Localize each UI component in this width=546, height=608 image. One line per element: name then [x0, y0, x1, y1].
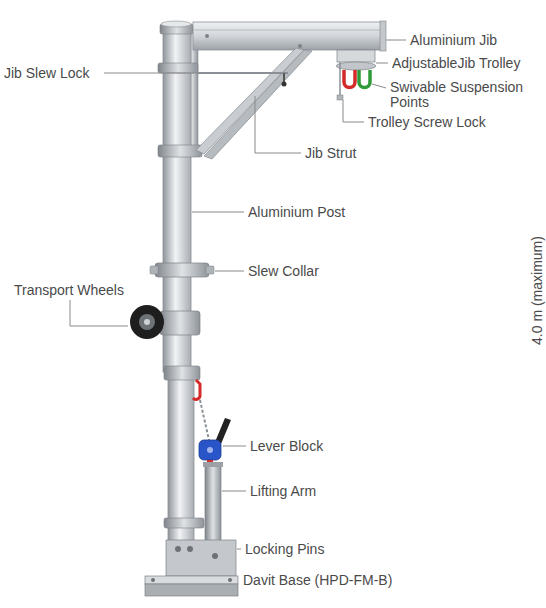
part-label: AdjustableJib Trolley — [392, 56, 520, 71]
leader-line — [104, 73, 194, 74]
post-collar — [164, 518, 204, 528]
leader-line — [386, 40, 406, 41]
locking-pin — [187, 546, 193, 552]
leader-line — [223, 446, 246, 447]
jib-groove — [193, 30, 383, 31]
part-label: Lever Block — [250, 439, 323, 454]
jib-end-cap — [380, 21, 386, 51]
post-cap-top — [161, 21, 191, 27]
part-label: Swivable Suspension Points — [390, 80, 535, 110]
leader-line — [376, 63, 388, 64]
locking-pin — [212, 553, 218, 559]
slew-lock-pin — [283, 73, 285, 82]
lifting-arm-cap — [203, 462, 223, 467]
suspension-point-green — [359, 70, 370, 88]
red-hook — [193, 380, 200, 399]
part-label: Slew Collar — [248, 264, 319, 279]
chain — [200, 400, 209, 440]
bolt — [298, 44, 302, 48]
trolley-plate — [336, 62, 376, 70]
davit-base — [145, 584, 238, 596]
lever-block-hub — [207, 447, 213, 453]
trolley-screw — [339, 62, 341, 96]
part-label: Aluminium Post — [248, 205, 345, 220]
slew-lock-knob — [282, 82, 287, 87]
jib-groove — [193, 43, 383, 44]
jib-strut — [204, 50, 312, 159]
leader-line — [343, 100, 364, 122]
part-label: Jib Slew Lock — [4, 66, 90, 81]
bolt — [205, 34, 209, 38]
leader-line — [192, 212, 244, 213]
base-bracket — [166, 540, 236, 576]
slew-lock-rod — [196, 72, 288, 74]
part-label: Lifting Arm — [250, 484, 316, 499]
slew-collar — [155, 263, 209, 277]
trolley-screw-knob — [337, 95, 343, 100]
wheel-rim — [139, 314, 155, 330]
part-label: Transport Wheels — [14, 283, 124, 298]
leader-line — [70, 300, 128, 326]
part-label: Davit Base (HPD-FM-B) — [243, 573, 392, 588]
leader-line — [372, 84, 386, 88]
suspension-point-red — [344, 70, 355, 88]
aluminium-jib — [193, 22, 383, 50]
post-collar — [158, 63, 198, 73]
jib-strut — [196, 48, 304, 154]
locking-pin — [175, 546, 181, 552]
collar-tab — [206, 266, 214, 274]
leader-line — [237, 549, 241, 550]
lifting-arm — [205, 464, 221, 548]
wheel-hub — [144, 319, 150, 325]
base-plate-top — [145, 576, 238, 584]
lever-block — [199, 440, 221, 460]
bolt — [228, 578, 232, 582]
leader-line — [255, 96, 301, 153]
jib-trolley — [337, 50, 375, 62]
wheel-collar — [160, 311, 200, 335]
transport-wheel — [130, 305, 164, 339]
collar-tab — [150, 266, 158, 274]
dimension-label: 4.0 m (maximum) — [530, 236, 545, 345]
part-label: Aluminium Jib — [410, 33, 497, 48]
part-label: Jib Strut — [305, 146, 356, 161]
strut-collar — [158, 145, 202, 157]
leader-line — [215, 271, 244, 272]
part-label: Trolley Screw Lock — [368, 115, 486, 130]
post-collar — [164, 366, 200, 380]
part-label: Locking Pins — [245, 542, 324, 557]
bolt — [151, 578, 155, 582]
leader-line — [222, 491, 246, 492]
